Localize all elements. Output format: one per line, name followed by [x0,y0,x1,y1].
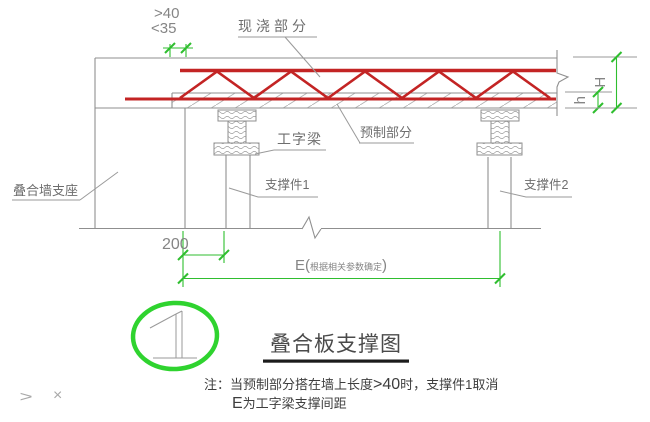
leader-lines [12,36,572,201]
dim-h-label: h [571,96,589,105]
note-line-2b: 为工字梁支撑间距 [242,396,347,411]
ground-line [79,215,541,240]
wall-bearing-label: 叠合墙支座 [13,183,79,198]
title-underline [263,359,409,363]
support-2-leader [499,190,572,198]
note-line-1c: 时，支撑件1取消 [400,377,499,392]
note-line-1a: 注：当预制部分搭在墙上长度 [204,377,374,392]
dim-e-inner: 根据相关参数确定 [310,262,383,272]
corner-x-mark: × [53,387,63,404]
support-post-2 [487,157,512,228]
dim-H-label: H [592,76,610,88]
i-beam-1 [213,109,260,156]
dim-e-label: E(根据相关参数确定) [295,257,388,275]
precast-label: 预制部分 [360,125,413,140]
i-beam-2 [476,109,523,156]
detail-marker-circle [130,300,220,372]
cast-in-place-label: 现浇部分 [238,18,310,34]
note-line-2a: E [232,395,243,412]
dim-bearing-over-label: >40 [154,5,180,22]
composite-wall [94,58,186,228]
wall-bearing-leader [12,171,119,201]
dim-bearing-under-label: <35 [151,20,177,37]
note-line-2: E为工字梁支撑间距 [232,393,347,413]
dimension-e-span [177,231,506,287]
drawing-title: 叠合板支撑图 [270,333,402,356]
lattice-truss [125,68,556,101]
dimension-H-total [565,51,637,114]
slab-end-break-symbol [556,50,570,116]
support-post-1 [225,155,251,228]
i-beam-label: 工字梁 [277,131,322,147]
ground-break-symbol [301,215,322,240]
i-beam-leader [254,149,326,155]
corner-arrow-mark: > [19,387,33,405]
dim-200-label: 200 [162,236,189,253]
precast-leader [336,103,414,144]
note-line-1b: >40 [373,376,401,393]
support-2-label: 支撑件2 [524,178,569,192]
dim-e-prefix: E( [295,257,310,274]
dim-e-suffix: ) [382,257,388,274]
support-1-label: 支撑件1 [265,178,310,192]
cast-in-place-leader [238,36,321,78]
support-1-leader [228,187,318,198]
numeral-1-sketch [149,310,197,359]
note-line-1: 注：当预制部分搭在墙上长度>40时，支撑件1取消 [204,374,498,394]
dimension-bearing [163,42,193,57]
